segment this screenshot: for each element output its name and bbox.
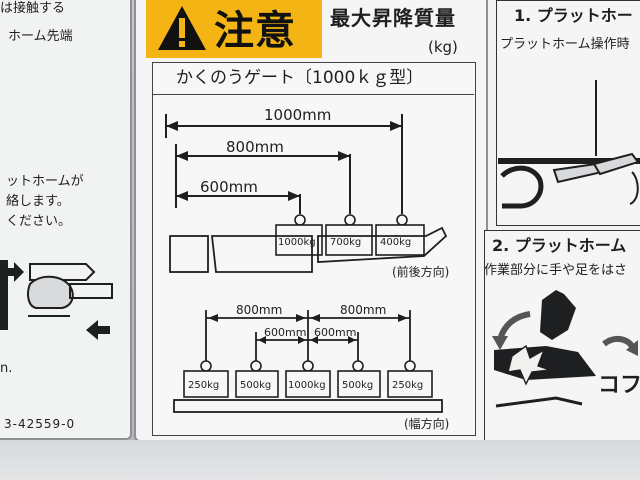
weight-500-right-label: 500kg <box>342 380 373 391</box>
weight-500-left-label: 500kg <box>240 380 271 391</box>
weight-250-right-label: 250kg <box>392 380 423 391</box>
left-text-line: は接触する <box>0 1 66 16</box>
platform-bar <box>173 399 443 413</box>
section-2-illustration: コフ <box>492 290 640 408</box>
caution-word: 注意 <box>214 8 296 54</box>
weight-250-left-label: 250kg <box>188 380 219 391</box>
width-diagram: 800mm 800mm 600mm 600mm 250kg 500kg 1000… <box>173 303 449 431</box>
section-1-title: 1. プラットホー <box>514 6 633 25</box>
left-diagram-illustration <box>0 260 113 340</box>
front-back-diagram: 1000mm 800mm 600mm 1000kg 700kg 400kg (前… <box>165 106 449 279</box>
left-label-panel <box>0 0 132 440</box>
gate-title-bar <box>152 62 474 95</box>
distance-600-label: 600mm <box>200 178 258 196</box>
distance-800-left-label: 800mm <box>236 303 282 317</box>
section-2-text: 作業部分に手や足をはさ <box>484 263 628 278</box>
distance-800-right-label: 800mm <box>340 303 386 317</box>
caution-badge: 注意 <box>146 0 322 58</box>
left-text-line: n. <box>0 361 13 376</box>
brand-partial: コフ <box>598 373 640 398</box>
front-back-direction-label: (前後方向) <box>392 264 449 279</box>
left-text-line: ットホームが <box>6 174 84 189</box>
gate-section-1 <box>169 235 209 273</box>
section-1-text: プラットホーム操作時 <box>500 37 630 52</box>
left-text-line: 絡します。 <box>6 194 70 209</box>
warning-triangle-icon <box>158 6 206 50</box>
weight-1000-label: 1000kg <box>278 237 316 248</box>
max-load-unit: (kg) <box>428 38 458 56</box>
left-text-line: ホーム先端 <box>8 29 73 44</box>
weight-1000-center-label: 1000kg <box>288 380 326 391</box>
arrow-left-icon <box>86 320 110 340</box>
gate-section-3 <box>317 226 448 263</box>
left-text-line: ください。 <box>6 214 72 229</box>
part-number: 3-42559-0 <box>4 417 76 431</box>
section-1-frame <box>496 0 640 226</box>
section-1-illustration <box>498 80 640 209</box>
distance-600-right-label: 600mm <box>314 326 356 339</box>
impact-burst-icon <box>507 344 551 386</box>
weight-400-label: 400kg <box>380 237 411 248</box>
distance-800-label: 800mm <box>226 138 284 156</box>
section-2-frame <box>484 230 640 442</box>
hand-icon <box>540 290 576 340</box>
width-direction-label: (幅方向) <box>404 416 449 431</box>
distance-600-left-label: 600mm <box>264 326 306 339</box>
arrow-right-icon <box>2 262 24 282</box>
section-2-title: 2. プラットホーム <box>492 236 627 255</box>
truck-body-bottom <box>0 440 640 480</box>
gate-title: かくのうゲート〔1000ｋｇ型〕 <box>176 68 424 88</box>
max-load-title: 最大昇降質量 <box>330 6 456 30</box>
gate-section-2 <box>210 235 313 273</box>
weight-700-label: 700kg <box>330 237 361 248</box>
rail-bar <box>0 260 8 330</box>
distance-1000-label: 1000mm <box>264 106 331 124</box>
